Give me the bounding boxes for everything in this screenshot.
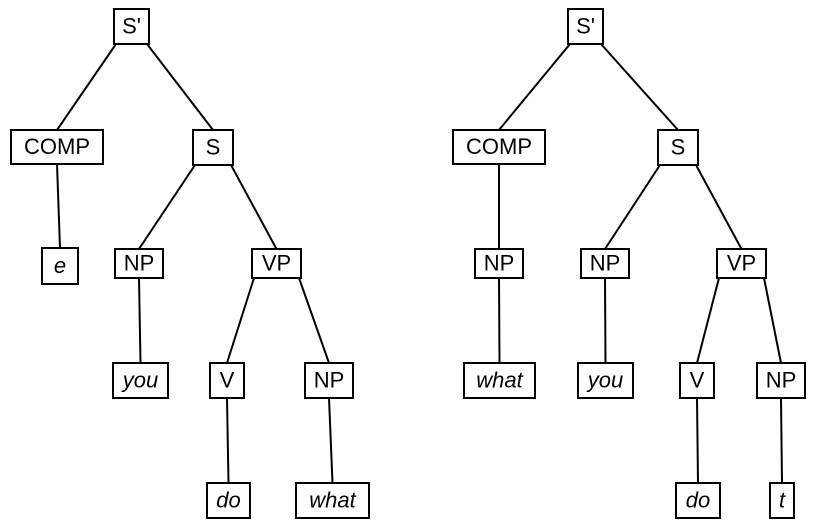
node-box-R-t xyxy=(769,482,795,519)
tree-node-R-S: S xyxy=(657,129,699,166)
tree-node-L-S: S xyxy=(192,129,234,166)
node-box-L-S xyxy=(192,129,234,166)
tree-edge-R-Sbar-to-R-COMP xyxy=(498,43,571,131)
node-box-L-e xyxy=(41,247,79,285)
node-box-L-do xyxy=(206,482,251,519)
node-label-L-COMP: COMP xyxy=(24,134,90,159)
node-label-L-e: e xyxy=(54,253,66,278)
node-box-L-what xyxy=(295,482,370,519)
tree-edge-R-VP-to-R-V xyxy=(696,277,720,364)
tree-node-R-NP1: NP xyxy=(580,248,630,279)
node-label-R-V: V xyxy=(690,367,705,392)
tree-node-L-do: do xyxy=(206,482,251,519)
tree-edge-R-NP2-to-R-t xyxy=(780,397,783,484)
node-label-L-V: V xyxy=(220,367,235,392)
node-box-L-COMP xyxy=(10,129,104,165)
node-box-L-NP2 xyxy=(304,362,354,399)
node-label-R-do: do xyxy=(686,487,710,512)
node-box-R-COMP xyxy=(452,129,546,165)
tree-edge-L-VP-to-L-NP2 xyxy=(298,277,330,364)
node-label-R-NP1: NP xyxy=(590,250,621,275)
tree-edge-R-NP1-to-R-you xyxy=(604,277,607,364)
tree-node-R-COMP: COMP xyxy=(452,129,546,165)
node-label-R-S: S xyxy=(671,134,686,159)
tree-edge-L-S-to-L-NP1 xyxy=(138,164,196,250)
tree-node-R-V: V xyxy=(679,362,715,399)
tree-node-R-Sbar: S' xyxy=(567,8,604,45)
tree-node-R-do: do xyxy=(675,482,721,519)
tree-edge-R-S-to-R-VP xyxy=(695,164,743,250)
tree-node-L-VP: VP xyxy=(251,248,302,279)
node-label-R-t: t xyxy=(779,487,786,512)
node-label-L-NP2: NP xyxy=(314,367,345,392)
tree-node-L-NP2: NP xyxy=(304,362,354,399)
tree-edge-L-V-to-L-do xyxy=(226,397,230,484)
node-box-R-what xyxy=(463,362,536,399)
node-box-R-S xyxy=(657,129,699,166)
tree-node-L-what: what xyxy=(295,482,370,519)
tree-node-R-NP0: NP xyxy=(474,248,524,279)
node-box-R-Sbar xyxy=(567,8,604,45)
node-box-R-V xyxy=(679,362,715,399)
tree-edge-L-Sbar-to-L-COMP xyxy=(56,43,117,131)
tree-edge-R-V-to-R-do xyxy=(696,397,699,484)
tree-node-R-you: you xyxy=(577,362,634,399)
tree-node-R-VP: VP xyxy=(716,248,767,279)
node-label-L-NP1: NP xyxy=(124,250,155,275)
tree-node-L-V: V xyxy=(209,362,245,399)
tree-edge-L-VP-to-L-V xyxy=(226,277,255,364)
node-box-L-you xyxy=(112,362,169,399)
tree-node-L-e: e xyxy=(41,247,79,285)
tree-edge-R-Sbar-to-R-S xyxy=(600,43,679,131)
tree-node-L-COMP: COMP xyxy=(10,129,104,165)
tree-edge-L-S-to-L-VP xyxy=(230,164,278,250)
node-box-L-V xyxy=(209,362,245,399)
node-label-L-VP: VP xyxy=(262,250,291,275)
node-box-R-NP2 xyxy=(756,362,806,399)
node-box-R-NP0 xyxy=(474,248,524,279)
node-label-L-what: what xyxy=(309,487,356,512)
tree-edge-L-NP1-to-L-you xyxy=(138,277,142,364)
node-box-R-you xyxy=(577,362,634,399)
tree-node-L-you: you xyxy=(112,362,169,399)
node-label-R-you: you xyxy=(586,367,623,392)
tree-edge-R-VP-to-R-NP2 xyxy=(763,277,782,364)
tree-edge-R-S-to-R-NP1 xyxy=(604,164,661,250)
node-label-L-do: do xyxy=(216,487,240,512)
tree-node-L-NP1: NP xyxy=(114,248,164,279)
node-box-L-Sbar xyxy=(113,8,150,45)
node-label-R-NP2: NP xyxy=(766,367,797,392)
tree-node-R-NP2: NP xyxy=(756,362,806,399)
node-label-L-S: S xyxy=(206,134,221,159)
node-label-R-Sbar: S' xyxy=(576,13,595,38)
node-label-R-NP0: NP xyxy=(484,250,515,275)
node-box-R-NP1 xyxy=(580,248,630,279)
tree-edge-L-COMP-to-L-e xyxy=(56,163,61,249)
node-label-R-what: what xyxy=(476,367,523,392)
tree-node-R-t: t xyxy=(769,482,795,519)
tree-edge-L-Sbar-to-L-S xyxy=(146,43,214,131)
node-label-L-Sbar: S' xyxy=(122,13,141,38)
node-box-R-do xyxy=(675,482,721,519)
edges-layer xyxy=(56,43,783,484)
node-box-L-VP xyxy=(251,248,302,279)
node-label-L-you: you xyxy=(121,367,158,392)
node-label-R-COMP: COMP xyxy=(466,134,532,159)
tree-edge-R-NP0-to-R-what xyxy=(498,277,501,364)
node-box-L-NP1 xyxy=(114,248,164,279)
node-box-R-VP xyxy=(716,248,767,279)
node-label-R-VP: VP xyxy=(727,250,756,275)
tree-node-R-what: what xyxy=(463,362,536,399)
tree-node-L-Sbar: S' xyxy=(113,8,150,45)
tree-edge-L-NP2-to-L-what xyxy=(328,397,334,484)
